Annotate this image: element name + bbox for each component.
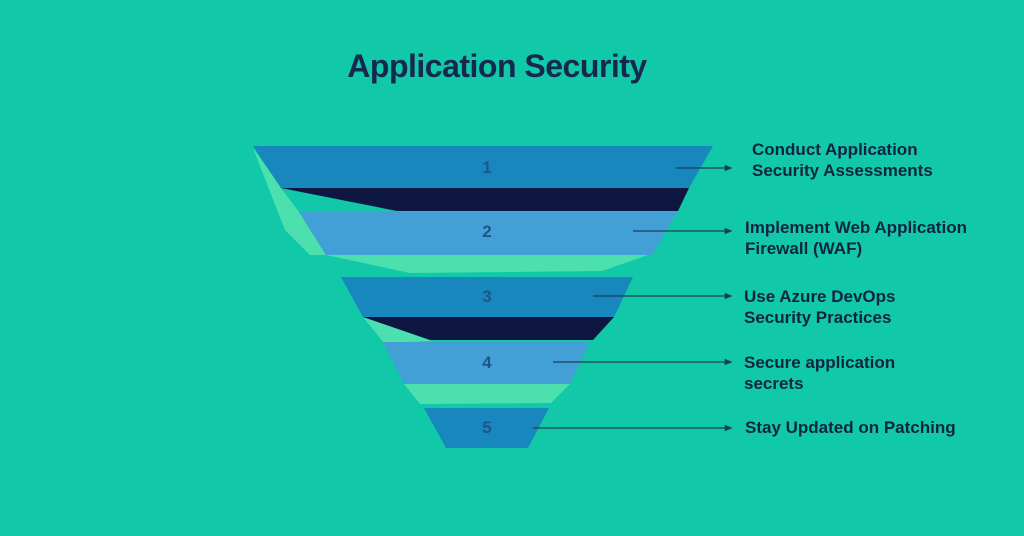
funnel-tier-2 [299,212,677,255]
funnel-tier-3 [341,277,633,317]
label-stage-2-line-2: Firewall (WAF) [745,239,863,258]
funnel-tier-5 [424,408,549,448]
label-stage-5: Stay Updated on Patching [745,417,956,438]
label-stage-4-line-1: Secure application [744,353,896,372]
funnel-interior-navy-band-2 [363,317,614,340]
page-title: Application Security [347,48,647,84]
label-stage-3: Use Azure DevOps Security Practices [744,286,895,328]
tier-5-number: 5 [482,418,491,437]
funnel-interior-navy-band-1 [281,188,689,211]
label-stage-1: Conduct Application Security Assessments [752,139,933,181]
label-stage-1-line-2: Security Assessments [752,161,933,180]
label-stage-2: Implement Web Application Firewall (WAF) [745,217,967,259]
tier-2-number: 2 [482,222,491,241]
funnel-interior-mint-band-1 [326,255,648,273]
label-stage-1-line-1: Conduct Application [752,140,918,159]
tier-4-number: 4 [482,353,492,372]
label-stage-4: Secure application secrets [744,352,895,394]
funnel-tier-4 [383,342,590,384]
label-stage-5-line-1: Stay Updated on Patching [745,418,956,437]
funnel-interior-mint-band-2 [404,384,570,404]
label-stage-4-line-2: secrets [744,374,804,393]
funnel-interior-mint-sliver-mid [363,317,432,343]
funnel-tier-1 [253,146,713,188]
tier-3-number: 3 [482,287,491,306]
label-stage-3-line-1: Use Azure DevOps [744,287,896,306]
tier-1-number: 1 [482,158,491,177]
label-stage-2-line-1: Implement Web Application [745,218,967,237]
funnel-interior-mint-sliver-top [253,148,326,255]
label-stage-3-line-2: Security Practices [744,308,892,327]
